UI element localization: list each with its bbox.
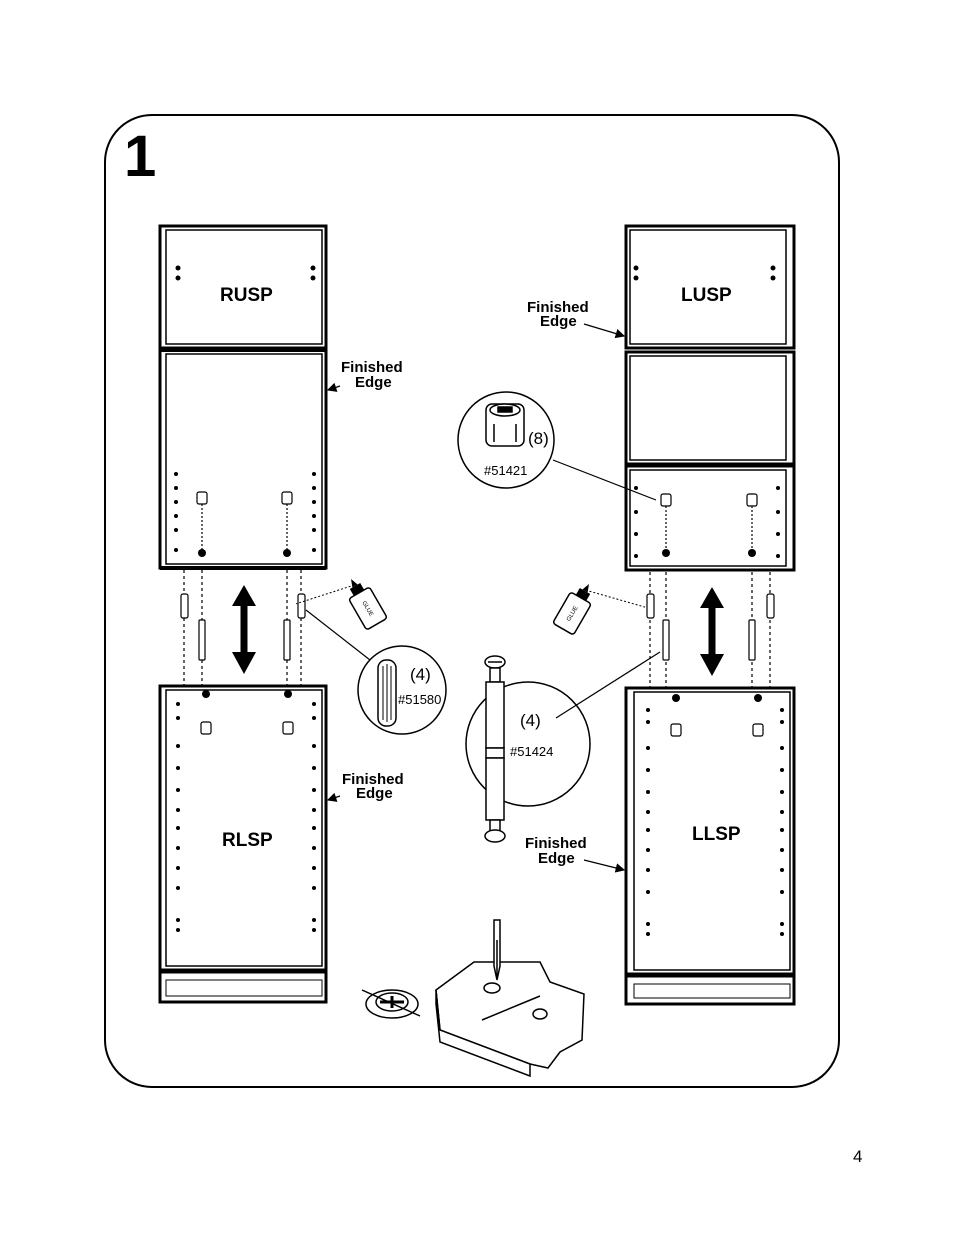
bolt-part-number: #51424	[510, 744, 553, 759]
cam-rotation-icon	[361, 989, 421, 1019]
rusp-panel	[158, 224, 328, 570]
llsp-holes	[646, 694, 784, 936]
llsp-cams	[670, 723, 764, 737]
finished-edge-label-4b: Edge	[538, 850, 575, 867]
right-double-arrow-icon	[700, 587, 724, 676]
left-double-arrow-icon	[232, 585, 256, 674]
cam-qty: (8)	[528, 429, 549, 448]
cam-bolt-icon	[484, 655, 506, 843]
finished-edge-label-3a: Finished	[342, 771, 404, 788]
finished-edge-label-2b: Edge	[540, 313, 577, 330]
rlsp-cams	[200, 721, 294, 735]
finished-edge-label-4a: Finished	[525, 835, 587, 852]
finished-edge-label-2a: Finished	[527, 299, 589, 316]
right-connectors	[646, 572, 775, 688]
llsp-panel	[624, 686, 796, 1006]
finished-edge-label-1a: Finished	[341, 359, 403, 376]
rusp-holes	[174, 265, 316, 557]
cam-part-number: #51421	[484, 463, 527, 478]
cam-lock-icon	[485, 403, 525, 447]
rlsp-panel	[158, 684, 328, 1004]
lusp-holes	[633, 265, 780, 558]
lusp-cams	[660, 493, 758, 550]
lusp-panel	[624, 224, 796, 572]
rlsp-holes	[176, 690, 316, 932]
panel-label-lusp: LUSP	[681, 285, 732, 306]
panel-label-rlsp: RLSP	[222, 830, 273, 851]
step-number: 1	[124, 124, 157, 189]
bolt-callout: (4) #51424	[465, 651, 661, 843]
left-connectors	[180, 570, 306, 686]
glue-bottle-left-icon: GLUE	[295, 579, 388, 630]
bolt-qty: (4)	[520, 711, 541, 730]
finished-edge-label-3b: Edge	[356, 785, 393, 802]
finished-edge-arrows	[326, 323, 626, 873]
dowel-icon	[377, 659, 397, 727]
dowel-part-number: #51580	[398, 692, 441, 707]
panel-label-rusp: RUSP	[220, 285, 273, 306]
dowel-qty: (4)	[410, 665, 431, 684]
glue-bottle-right-icon: GLUE	[552, 584, 646, 635]
panel-label-llsp: LLSP	[692, 824, 741, 845]
cam-callout: (8) #51421	[457, 391, 657, 501]
step-frame	[104, 114, 840, 1088]
finished-edge-label-1b: Edge	[355, 374, 392, 391]
block-screwdriver-illustration	[435, 919, 585, 1078]
dowel-callout: (4) #51580	[305, 609, 447, 735]
rusp-cams	[196, 491, 293, 550]
page-number: 4	[853, 1147, 863, 1166]
